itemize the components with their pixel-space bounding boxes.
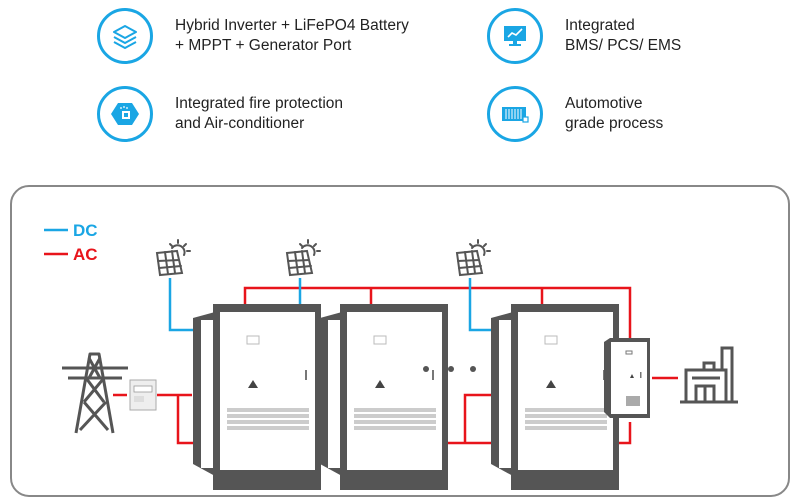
storage-cabinet-icon [319,303,449,491]
feature-line: Integrated [565,17,635,34]
layers-icon [97,8,153,64]
feature-line: Integrated fire protection [175,95,344,112]
feature-line: and Air-conditioner [175,115,305,132]
diagram-frame [10,185,790,497]
feature-line: + MPPT + Generator Port [175,37,352,54]
grid-tower-icon [62,352,128,434]
feature-line: Hybrid Inverter + LiFePO4 Battery [175,17,409,34]
meter-icon [129,379,157,411]
feature-automotive-grade: Automotive grade process [487,86,663,142]
ellipsis-dots [423,366,476,372]
factory-icon [680,346,738,404]
feature-line: BMS/ PCS/ EMS [565,37,682,54]
feature-line: Automotive [565,95,643,112]
monitor-chart-icon [487,8,543,64]
solar-panel-icon [456,239,491,276]
storage-cabinet-icon [490,303,620,491]
legend-dc-label: DC [73,221,98,240]
legend-ac-label: AC [73,245,98,264]
solar-panel-icon [286,239,321,276]
fire-protection-icon [97,86,153,142]
feature-fire-protection: Integrated fire protection and Air-condit… [97,86,343,142]
solar-panel-icon [156,239,191,276]
distribution-cabinet-icon [604,338,650,418]
battery-module-icon [487,86,543,142]
feature-line: grade process [565,115,664,132]
feature-hybrid-inverter: Hybrid Inverter + LiFePO4 Battery + MPPT … [97,8,409,64]
storage-cabinet-icon [192,303,322,491]
